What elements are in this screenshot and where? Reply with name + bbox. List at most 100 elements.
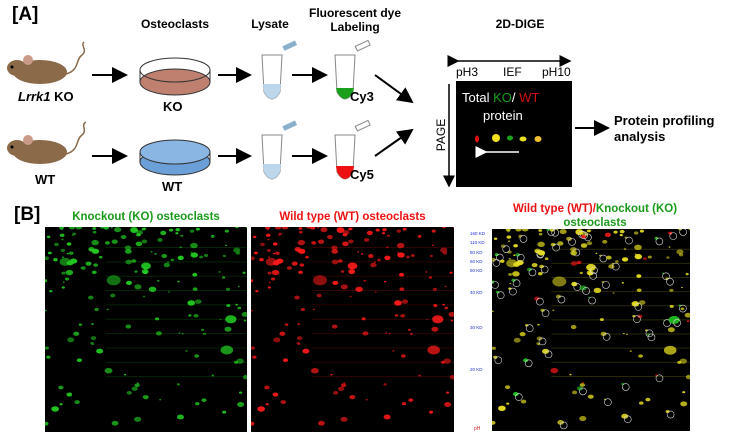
gel-schematic xyxy=(456,81,572,187)
spot-marker-circle xyxy=(633,315,641,323)
gel-spot xyxy=(552,276,567,287)
lysate-tube-wt-icon xyxy=(261,120,298,180)
gel-spot xyxy=(581,234,586,239)
gel-spot xyxy=(570,325,577,330)
gel-spot xyxy=(175,227,181,232)
gel-spot xyxy=(494,253,499,256)
gel-spot xyxy=(499,259,505,263)
gel-spot xyxy=(538,229,543,232)
gel-spot xyxy=(572,390,578,395)
gel-spot xyxy=(241,312,247,317)
gel-spot xyxy=(400,354,406,358)
gel-spot xyxy=(586,229,591,233)
gel-spot xyxy=(667,327,675,333)
ko-gel-title: Knockout (KO) osteoclasts xyxy=(72,211,220,223)
gel-spot xyxy=(178,332,181,334)
gel-spot xyxy=(427,345,440,355)
gel-spot xyxy=(177,255,184,261)
gel-spot xyxy=(320,227,328,233)
gel-spot xyxy=(557,420,565,425)
gel-spot xyxy=(570,247,577,252)
gel-spot xyxy=(297,323,301,326)
dish-ko-label: KO xyxy=(163,99,183,114)
gel-spot xyxy=(134,383,140,388)
gel-spot xyxy=(233,247,241,253)
gel-spot xyxy=(519,332,526,337)
gel-spot xyxy=(266,228,270,231)
gel-spot xyxy=(155,331,162,336)
gel-spot xyxy=(331,245,338,251)
gel-spot xyxy=(190,251,193,254)
gel-spot xyxy=(237,285,240,288)
gel-spot xyxy=(142,270,148,275)
gel-spot xyxy=(45,346,49,350)
gel-spot xyxy=(654,237,659,240)
spot-marker-circle xyxy=(589,272,597,280)
wt-gel-image xyxy=(251,227,454,432)
spot-marker-circle xyxy=(662,272,670,281)
gel-spot xyxy=(507,240,511,243)
gel-spot xyxy=(192,272,198,277)
gel-spot xyxy=(449,271,453,274)
gel-spot xyxy=(59,233,65,237)
gel-spot xyxy=(271,277,276,281)
gel-spot xyxy=(239,391,243,394)
spot-marker-circle xyxy=(590,266,598,275)
gel-spot xyxy=(340,416,348,422)
gel-spot xyxy=(373,261,376,263)
gel-spot xyxy=(96,348,104,354)
gel-spot xyxy=(224,326,232,332)
gel-spot xyxy=(111,420,119,426)
gel-spot xyxy=(181,333,184,335)
gel-spot xyxy=(251,279,254,283)
spot-marker-circle xyxy=(621,383,630,391)
gel-spot xyxy=(175,232,179,235)
gel-spot xyxy=(251,421,255,426)
gel-spot xyxy=(278,232,283,236)
gel-spot xyxy=(355,286,363,292)
gel-spot xyxy=(622,332,625,335)
gel-spot xyxy=(201,398,207,402)
gel-spot xyxy=(45,421,49,426)
gel-spot xyxy=(68,227,76,230)
spot-marker-circle xyxy=(519,235,528,243)
gel-spot xyxy=(680,401,688,407)
ief-label: IEF xyxy=(503,65,522,79)
mw-marker: 80 KD xyxy=(470,250,483,255)
gel-spot xyxy=(58,385,64,390)
gel-spot xyxy=(91,248,100,254)
gel-spot xyxy=(619,229,625,234)
gel-spot xyxy=(123,373,127,376)
gel-spot xyxy=(114,227,122,233)
gel-spot xyxy=(637,314,643,319)
mouse-wt-label: WT xyxy=(35,172,56,187)
gel-spot xyxy=(130,227,138,233)
gel-spot xyxy=(160,230,167,236)
gel-spot xyxy=(496,291,500,294)
gel-spot xyxy=(636,274,642,278)
gel-spot xyxy=(274,251,280,255)
gel-spot xyxy=(252,355,257,359)
gel-spot xyxy=(410,254,415,257)
gel-spot xyxy=(663,345,677,355)
gel-spot xyxy=(69,258,78,264)
gel-spot xyxy=(125,324,132,329)
gel-spot xyxy=(507,135,513,141)
mouse-ko-label: Lrrk1 KO xyxy=(18,89,74,104)
gel-spot xyxy=(60,228,64,231)
gel-spot xyxy=(684,312,690,318)
gel-spot xyxy=(242,374,247,380)
gel-spot xyxy=(579,383,585,387)
gel-spot xyxy=(506,402,510,405)
gel-spot xyxy=(666,256,670,259)
gel-spot xyxy=(669,304,674,308)
mouse-wt-icon xyxy=(7,121,87,164)
gel-spot xyxy=(280,400,287,405)
gel-spot xyxy=(550,242,556,247)
gel-spot xyxy=(336,227,345,233)
ko-text: KO xyxy=(493,90,512,105)
overlay-title-ko: Knockout (KO) osteoclasts xyxy=(563,203,678,229)
gel-spot xyxy=(279,331,286,336)
mw-marker: 160 KD xyxy=(470,231,486,236)
gel-spot xyxy=(317,239,325,244)
